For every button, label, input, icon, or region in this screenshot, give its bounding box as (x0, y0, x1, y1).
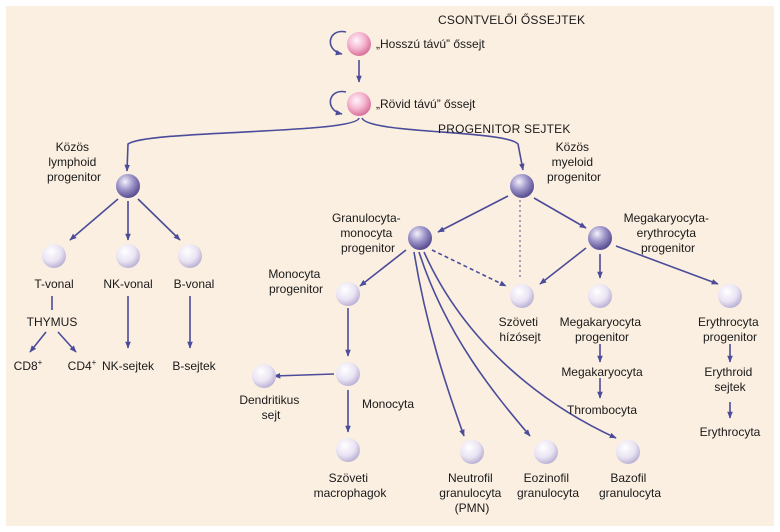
arrow-gm-to-basophil (423, 251, 617, 439)
mast-cell (510, 284, 534, 308)
label-mke-progenitor: Megakaryocyta- erythrocyta progenitor (624, 211, 713, 255)
monocyte-progenitor-cell (336, 282, 360, 306)
label-nk-cells: NK-sejtek (102, 359, 155, 373)
label-monocyte: Monocyta (362, 397, 414, 411)
label-long-term-stem: „Hosszú távú” őssejt (376, 37, 485, 51)
nk-line-cell (116, 244, 140, 268)
label-cd4: CD4+ (68, 358, 97, 373)
eosinophil-cell (534, 440, 558, 464)
dendritic-cell (252, 364, 276, 388)
labels: CSONTVELŐI ŐSSEJTEK PROGENITOR SEJTEK „H… (14, 12, 762, 515)
arrow-short-to-myeloid (361, 117, 525, 171)
arrow-lymphoid-to-t (69, 198, 119, 241)
self-renewal-loop-long-term (329, 30, 347, 56)
gm-progenitor-cell (408, 226, 432, 250)
label-eosinophil: Eozinofil granulocyta (517, 471, 579, 500)
label-ery-progenitor: Erythrocyta progenitor (698, 315, 762, 344)
label-cd8: CD8+ (14, 358, 43, 373)
header-progenitor: PROGENITOR SEJTEK (438, 122, 571, 136)
mke-progenitor-cell (588, 226, 612, 250)
arrow-gm-to-neutrophil (413, 251, 465, 437)
label-short-term-stem: „Rövid távú” őssejt (376, 97, 476, 111)
label-gm-progenitor: Granulocyta- monocyta progenitor (332, 211, 404, 255)
monocyte-cell (336, 362, 360, 386)
arrow-mke-to-mast (539, 247, 587, 285)
label-mast-cell: Szöveti hízósejt (499, 315, 542, 344)
megakaryocyte-progenitor-cell (588, 284, 612, 308)
arrow-short-to-lymphoid (124, 117, 360, 172)
label-basophil: Bazofil granulocyta (599, 471, 661, 500)
arrow-myeloid-to-gm (437, 195, 509, 233)
label-myeloid-progenitor: Közös myeloid progenitor (547, 140, 601, 184)
t-line-cell (42, 244, 66, 268)
lymphoid-progenitor-cell (116, 174, 140, 198)
arrow-monocyte-to-dendritic (273, 372, 335, 379)
b-line-cell (178, 244, 202, 268)
macrophage-cell (336, 438, 360, 462)
label-b-cells: B-sejtek (172, 359, 216, 373)
arrow-gm-to-eosinophil (418, 251, 531, 437)
short-term-stem-cell (347, 92, 371, 116)
arrow-myeloid-to-mke (533, 197, 587, 229)
label-megakaryocyte: Megakaryocyta (561, 365, 643, 379)
diagram-canvas: CSONTVELŐI ŐSSEJTEK PROGENITOR SEJTEK „H… (6, 6, 774, 526)
neutrophil-cell (460, 440, 484, 464)
label-b-line: B-vonal (174, 277, 215, 291)
arrow-thymus-to-cd4 (57, 331, 77, 353)
arrow-thymus-to-cd8 (29, 331, 47, 353)
erythrocyte-progenitor-cell (718, 284, 742, 308)
cells (42, 32, 742, 464)
header-bone-marrow: CSONTVELŐI ŐSSEJTEK (438, 12, 585, 27)
self-renewal-loop-short-term (329, 90, 347, 116)
label-lymphoid-progenitor: Közös lymphoid progenitor (47, 140, 101, 184)
label-macrophage: Szöveti macrophagok (314, 471, 388, 500)
label-dendritic: Dendritikus sejt (239, 393, 302, 422)
label-thrombocyte: Thrombocyta (567, 403, 637, 417)
basophil-cell (616, 440, 640, 464)
myeloid-progenitor-cell (510, 174, 534, 198)
arrow-lymphoid-to-b (137, 198, 181, 241)
hematopoiesis-diagram: CSONTVELŐI ŐSSEJTEK PROGENITOR SEJTEK „H… (14, 12, 762, 515)
label-monocyte-progenitor: Monocyta progenitor (268, 267, 323, 296)
label-erythrocyte: Erythrocyta (700, 425, 761, 439)
label-thymus: THYMUS (27, 315, 78, 329)
arrow-gm-to-mast (431, 249, 507, 287)
arrow-mke-to-eryprog (615, 245, 719, 285)
arrow-gm-to-monoprog (359, 249, 407, 287)
label-mk-progenitor: Megakaryocyta progenitor (560, 315, 645, 344)
label-t-line: T-vonal (34, 277, 73, 291)
arrows (29, 30, 733, 439)
label-ery-cells: Erythroid sejtek (704, 365, 755, 394)
long-term-stem-cell (347, 32, 371, 56)
label-nk-line: NK-vonal (103, 277, 152, 291)
label-neutrophil: Neutrofil granulocyta (PMN) (439, 471, 504, 515)
